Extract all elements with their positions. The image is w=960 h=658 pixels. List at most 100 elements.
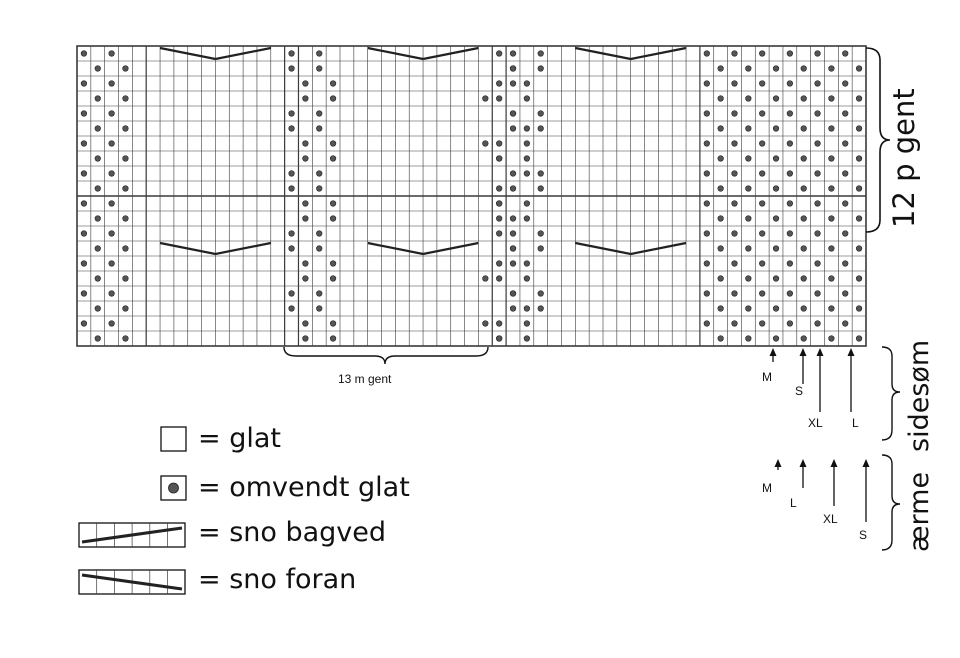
purl-dot <box>828 125 835 132</box>
purl-dot <box>329 275 337 282</box>
purl-dot <box>759 230 766 237</box>
cable-back-stroke <box>367 46 424 61</box>
purl-dot <box>122 245 129 252</box>
purl-dot <box>759 200 766 207</box>
purl-dot <box>316 125 323 132</box>
purl-dot <box>731 320 738 327</box>
purl-dot <box>288 65 295 72</box>
legend-symbol-cable-back-stroke <box>81 526 183 544</box>
legend-dot <box>168 482 179 494</box>
purl-dot <box>745 305 752 312</box>
purl-dot <box>108 290 115 297</box>
purl-dot <box>496 80 503 87</box>
purl-dot <box>855 65 863 72</box>
legend-text-sno-foran: = sno foran <box>198 564 357 595</box>
purl-dot <box>94 245 101 252</box>
purl-dot <box>855 245 863 252</box>
purl-dot <box>288 170 295 177</box>
purl-dot <box>122 185 129 192</box>
purl-dot <box>509 290 517 297</box>
purl-dot <box>759 290 766 297</box>
purl-dot <box>302 155 309 162</box>
purl-dot <box>80 110 88 117</box>
purl-dot <box>80 200 88 207</box>
purl-dot <box>731 200 738 207</box>
pattern-grid <box>76 45 867 347</box>
purl-dot <box>745 215 752 222</box>
purl-dot <box>703 200 710 207</box>
purl-dot <box>800 95 807 102</box>
purl-dot <box>800 305 807 312</box>
purl-dot <box>800 125 807 132</box>
purl-dot <box>288 185 295 192</box>
purl-dot <box>509 260 517 267</box>
purl-dot <box>329 320 337 327</box>
purl-dot <box>302 215 309 222</box>
purl-dot <box>828 185 835 192</box>
purl-dot <box>482 140 489 147</box>
purl-dot <box>842 110 849 117</box>
purl-dot <box>108 110 115 117</box>
purl-dot <box>80 140 88 147</box>
size-arrow-head <box>799 348 807 356</box>
purl-dot <box>717 245 724 252</box>
purl-dot <box>302 95 309 102</box>
purl-dot <box>814 200 821 207</box>
purl-dot <box>842 50 849 57</box>
purl-dot <box>745 245 752 252</box>
purl-dot <box>703 320 710 327</box>
purl-dot <box>814 230 821 237</box>
cable-front-stroke <box>422 46 479 61</box>
purl-dot <box>537 245 544 252</box>
cable-back-stroke <box>159 46 216 61</box>
purl-dot <box>496 200 503 207</box>
purl-dot <box>316 185 323 192</box>
purl-dot <box>288 290 295 297</box>
sleeve-size-s: S <box>859 528 868 542</box>
purl-dot <box>509 110 517 117</box>
purl-dot <box>122 215 129 222</box>
purl-dot <box>717 65 724 72</box>
purl-dot <box>855 275 863 282</box>
purl-dot <box>800 335 807 342</box>
purl-dot <box>122 95 129 102</box>
purl-dot <box>509 65 517 72</box>
purl-dot <box>731 80 738 87</box>
purl-dot <box>731 290 738 297</box>
purl-dot <box>537 110 544 117</box>
size-arrow-head <box>816 348 824 356</box>
purl-dot <box>496 50 503 57</box>
side-seam-size-m: M <box>762 370 772 384</box>
purl-dot <box>842 230 849 237</box>
cable-front-stroke <box>215 241 272 256</box>
purl-dot <box>786 50 793 57</box>
purl-dot <box>108 80 115 87</box>
purl-dot <box>509 80 517 87</box>
side-seam-size-l: L <box>852 416 859 430</box>
purl-dot <box>496 140 503 147</box>
purl-dot <box>772 155 780 162</box>
size-arrow-head <box>862 459 870 467</box>
purl-dot <box>94 305 101 312</box>
purl-dot <box>814 290 821 297</box>
purl-dot <box>302 80 309 87</box>
purl-dot <box>786 170 793 177</box>
purl-dot <box>731 50 738 57</box>
braces <box>283 47 901 551</box>
purl-dot <box>80 170 88 177</box>
purl-dot <box>703 170 710 177</box>
purl-dot <box>94 155 101 162</box>
cable-front-stroke <box>630 241 687 256</box>
purl-dot <box>842 290 849 297</box>
legend-symbol-empty-square <box>160 426 187 452</box>
purl-dot <box>302 335 309 342</box>
purl-dot <box>329 140 337 147</box>
cable-front-stroke <box>215 46 272 61</box>
purl-dot <box>509 125 517 132</box>
purl-dot <box>786 80 793 87</box>
purl-dot <box>800 65 807 72</box>
purl-dot <box>288 125 295 132</box>
sleeve-label: ærme <box>904 471 935 552</box>
purl-dot <box>523 320 530 327</box>
purl-dot <box>772 245 780 252</box>
